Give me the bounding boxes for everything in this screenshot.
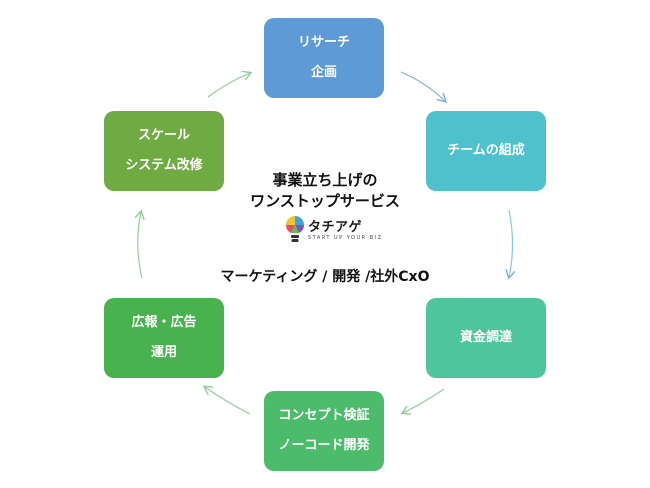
node-concept-validation: コンセプト検証 ノーコード開発 [264, 391, 384, 471]
arrow-pr-to-system [138, 212, 142, 279]
arrow-system-to-research [207, 73, 250, 98]
center-title-line2: ワンストップサービス [250, 192, 400, 210]
arrow-fund-to-concept [403, 388, 445, 413]
node-team-building: チームの組成 [426, 111, 546, 191]
arrow-research-to-team [400, 71, 445, 101]
arrow-concept-to-pr [205, 387, 251, 415]
node-scale-system: スケール システム改修 [104, 111, 224, 191]
node-fund-line1: 資金調達 [459, 330, 512, 346]
node-research-line2: 企画 [310, 65, 337, 80]
node-system-line2: システム改修 [125, 158, 203, 173]
node-research: リサーチ 企画 [264, 18, 384, 98]
node-system-line1: スケール [137, 128, 190, 144]
node-pr-line2: 運用 [150, 345, 177, 360]
node-pr-advertising: 広報・広告 運用 [104, 298, 224, 378]
logo-text: タチアゲ [308, 220, 363, 235]
node-fundraising: 資金調達 [426, 298, 546, 378]
node-team-line1: チームの組成 [447, 143, 525, 159]
node-pr-line1: 広報・広告 [131, 315, 197, 331]
center-title: 事業立ち上げの ワンストップサービス [200, 170, 450, 212]
tachiage-logo: タチアゲ START UP YOUR BIZ [284, 214, 381, 248]
node-concept-line2: ノーコード開発 [278, 438, 370, 453]
node-concept-line1: コンセプト検証 [278, 408, 370, 424]
node-research-line1: リサーチ [297, 35, 350, 51]
services-text: マーケティング / 開発 /社外CxO [220, 269, 430, 285]
arrow-team-to-fund [509, 209, 513, 277]
logo-subtitle: START UP YOUR BIZ [308, 235, 383, 241]
center-title-line1: 事業立ち上げの [272, 171, 378, 189]
lightbulb-puzzle-icon [286, 216, 304, 242]
